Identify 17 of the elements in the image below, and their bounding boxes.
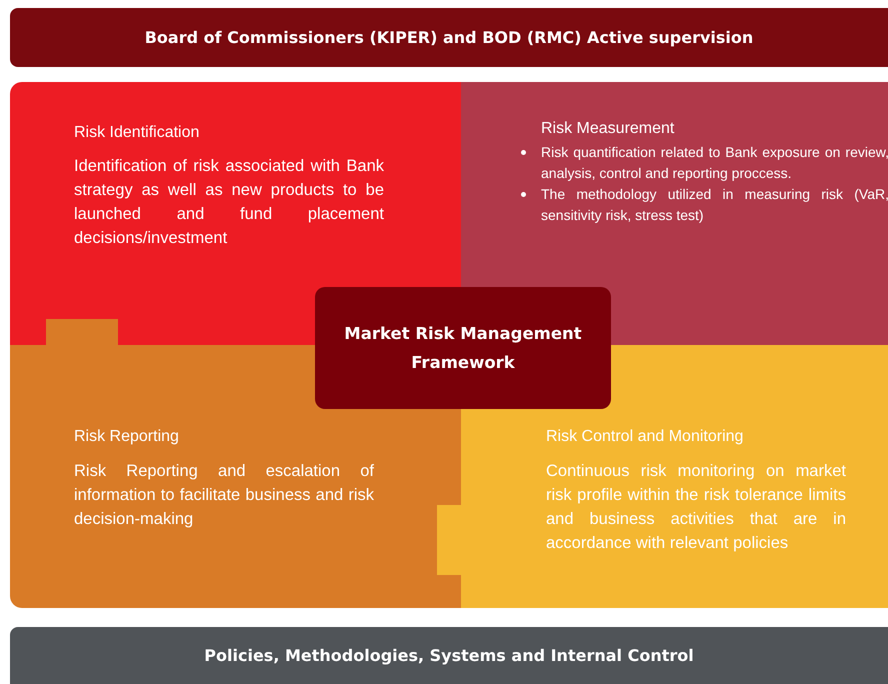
quadrant-panel bbox=[461, 82, 888, 345]
center-box bbox=[315, 287, 611, 409]
description-text: Identification of risk associated with Bank strategy as well as new products to be launched and fund placement decisions/investment bbox=[74, 156, 384, 249]
section-heading: Risk Control and Monitoring bbox=[546, 428, 744, 446]
quadrant-panel bbox=[10, 82, 461, 345]
banner-title: Board of Commissioners (KIPER) and BOD (RMC) Active supervision bbox=[144, 28, 754, 47]
section-heading: Risk Identification bbox=[74, 124, 200, 142]
section-heading: Risk Measurement bbox=[541, 120, 674, 138]
supervision-banner bbox=[10, 8, 888, 67]
description-text: Continuous risk monitoring on market risk profile within the risk tolerance limits and business activities that are in accordance with relevant policies bbox=[546, 461, 846, 554]
bullet-text: The methodology utilized in measuring risk (VaR, sensitivity risk, stress test) bbox=[541, 186, 888, 223]
bullet-text: Risk quantification related to Bank exposure on review, analysis, control and reporting proccess. bbox=[541, 144, 888, 181]
framework-title: Market Risk Management Framework bbox=[343, 323, 583, 374]
foundation-banner bbox=[10, 627, 888, 684]
banner-title: Policies, Methodologies, Systems and Internal Control bbox=[204, 646, 694, 665]
section-heading: Risk Reporting bbox=[74, 428, 179, 446]
description-text: Risk Reporting and escalation of information to facilitate business and risk decision-making bbox=[74, 461, 374, 530]
